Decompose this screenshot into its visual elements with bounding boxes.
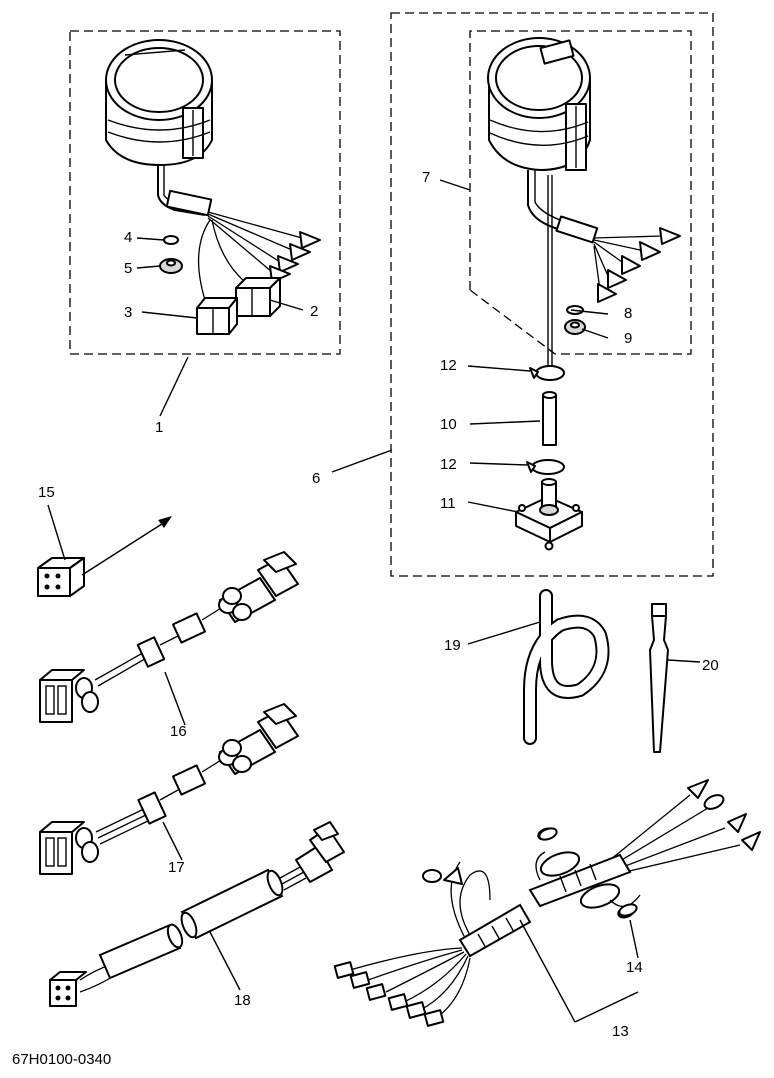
connector-2 [235,277,281,317]
wire-harness-13 [333,779,761,1027]
connector-3 [196,297,238,335]
callout-13: 13 [612,1023,629,1040]
callout-3: 3 [124,304,132,321]
gauge-meter-7 [487,37,591,171]
callout-17: 17 [168,859,185,876]
kit-1-dashed-frame [69,30,341,355]
callout-16: 16 [170,723,187,740]
connector-cap-15 [37,504,172,597]
washer-4 [163,235,179,245]
gauge-kit-group-1 [69,30,341,417]
pressure-sender-11 [515,478,583,551]
gauge-meter-1 [105,39,213,166]
hose-19 [467,589,610,745]
diagram-code: 67H0100-0340 [12,1051,111,1068]
nut-9 [564,319,586,335]
callout-5: 5 [124,260,132,277]
callout-1: 1 [155,419,163,436]
wire-fan-7 [593,227,681,303]
callout-7: 7 [422,169,430,186]
cable-tie-20 [649,603,701,753]
callout-2: 2 [310,303,318,320]
extension-harness-16 [39,551,299,726]
callout-11: 11 [440,495,456,512]
callout-14: 14 [626,959,643,976]
callout-4: 4 [124,229,132,246]
hose-10 [542,391,557,446]
hose-clamp-12-upper [529,365,565,381]
main-harness-18 [49,821,345,1007]
hose-clamp-12-lower [526,459,565,475]
extension-harness-17 [39,703,299,875]
terminal-14-a [538,827,558,841]
callout-20: 20 [702,657,719,674]
callout-19: 19 [444,637,461,654]
gauge-kit-group-6 [331,12,714,577]
callout-8: 8 [624,305,632,322]
callout-15: 15 [38,484,55,501]
cable-sleeve-1 [165,189,213,217]
callout-12-lower: 12 [440,456,457,473]
kit-6-dashed-frame [390,12,714,577]
callout-10: 10 [440,416,457,433]
kit-7-dashed-frame [469,30,692,355]
callout-9: 9 [624,330,632,347]
callout-12-upper: 12 [440,357,457,374]
terminal-14-b [618,903,638,917]
callout-6: 6 [312,470,320,487]
callout-18: 18 [234,992,251,1009]
nut-5 [159,258,183,274]
